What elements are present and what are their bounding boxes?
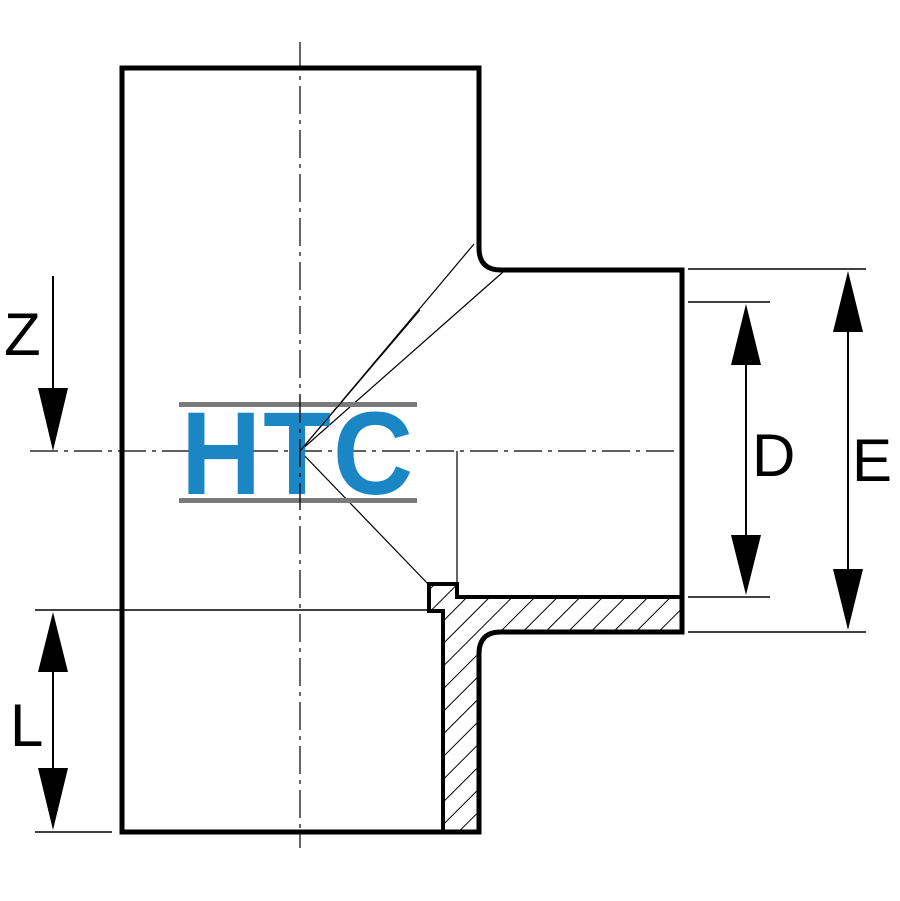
l-dimension-arrow [38,612,68,830]
construction-line-2 [299,271,504,452]
construction-line-3 [299,450,431,587]
logo-text: HTC [181,388,415,520]
logo-stripe-bottom [179,498,417,503]
d-label: D [752,422,795,489]
construction-line-overlay [299,309,421,452]
e-dimension-arrow [833,271,863,630]
l-label: L [10,692,43,759]
e-label: E [852,427,892,494]
z-label: Z [4,301,41,368]
htc-logo: HTC [179,388,417,520]
d-dimension-arrow [731,304,761,595]
logo-stripe-top [179,402,417,407]
hatched-wall-section [427,582,684,834]
z-dimension-arrow [38,276,68,451]
